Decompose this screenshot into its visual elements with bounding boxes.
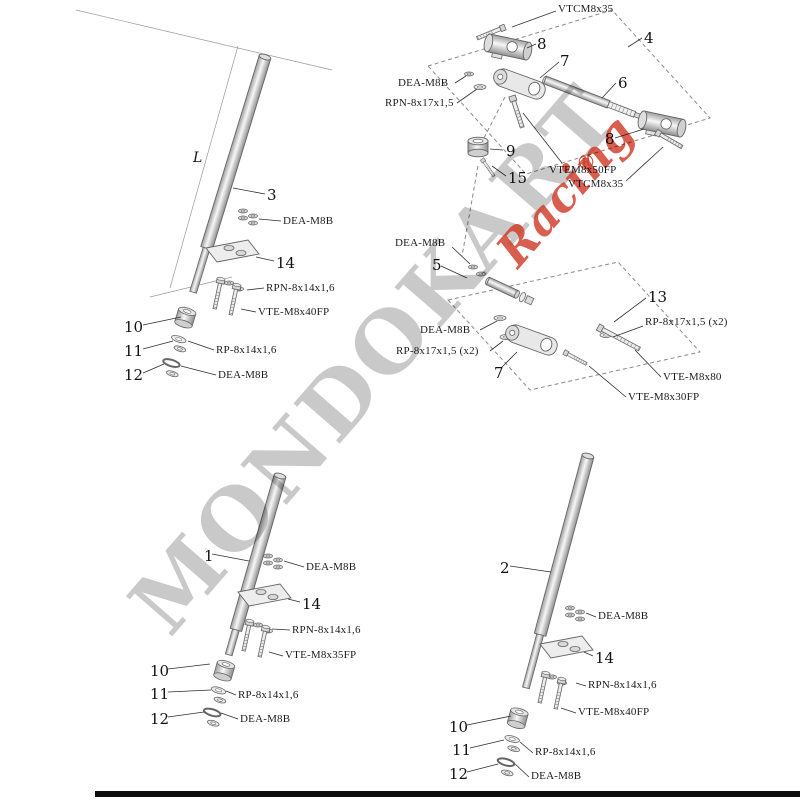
part-label-vte-m8x80: VTE-M8x80 xyxy=(663,371,722,383)
part-number-10-br: 10 xyxy=(449,718,469,736)
part-number-14-br: 14 xyxy=(595,649,615,667)
column-1-drawing xyxy=(202,472,292,728)
part-number-8b: 8 xyxy=(605,130,615,148)
part-label-dea-m8b-lower-tl: DEA-M8B xyxy=(218,369,269,381)
part-number-7-mr: 7 xyxy=(494,364,504,382)
part-number-5: 5 xyxy=(432,256,442,274)
group-number-4: 4 xyxy=(644,29,654,47)
part-label-rp-8x14-bl: RP-8x14x1,6 xyxy=(238,689,299,701)
part-number-1: 1 xyxy=(204,547,214,565)
part-label-vte-m8x40fp-br: VTE-M8x40FP xyxy=(578,706,650,718)
part-number-8a: 8 xyxy=(537,35,547,53)
part-label-vte-m8x35fp-bl: VTE-M8x35FP xyxy=(285,649,357,661)
part-label-rp-8x17-left: RP-8x17x1,5 (x2) xyxy=(396,345,479,357)
page-edge-bar xyxy=(95,791,800,797)
part-label-rpn-8x17-tr: RPN-8x17x1,5 xyxy=(385,97,454,109)
part-label-vte-m8x40fp-tl: VTE-M8x40FP xyxy=(258,306,330,318)
part-number-11-bl: 11 xyxy=(150,685,170,703)
part-label-vtem8x50fp: VTEM8x50FP xyxy=(549,164,617,176)
part-number-14-bl: 14 xyxy=(302,595,322,613)
part-number-7-tr: 7 xyxy=(560,52,570,70)
part-label-rp-8x14-tl: RP-8x14x1,6 xyxy=(216,344,277,356)
part-label-dea-m8b-upper-mr: DEA-M8B xyxy=(395,237,446,249)
part-number-11-tl: 11 xyxy=(124,342,144,360)
part-label-vtcm8x35-top: VTCM8x35 xyxy=(558,3,614,15)
part-number-3: 3 xyxy=(267,186,277,204)
column-3-drawing xyxy=(75,9,333,379)
part-number-11-br: 11 xyxy=(452,741,472,759)
column-2-drawing xyxy=(495,452,595,778)
part-label-rp-8x14-br: RP-8x14x1,6 xyxy=(535,746,596,758)
part-label-rpn-8x14-tl: RPN-8x14x1,6 xyxy=(266,282,335,294)
part-label-vte-m8x30fp: VTE-M8x30FP xyxy=(628,391,700,403)
part-number-10-tl: 10 xyxy=(124,318,144,336)
leader-lines xyxy=(142,10,664,778)
part-label-dea-m8b-upper-tl: DEA-M8B xyxy=(283,215,334,227)
part-label-dea-m8b-upper-bl: DEA-M8B xyxy=(306,561,357,573)
part-number-6: 6 xyxy=(618,74,628,92)
part-label-vtcm8x35-bottom: VTCM8x35 xyxy=(568,178,624,190)
part-label-dea-m8b-tr: DEA-M8B xyxy=(398,77,449,89)
part-number-15: 15 xyxy=(508,169,528,187)
part-number-12-br: 12 xyxy=(449,765,469,783)
tie-rod-group-5-drawing xyxy=(447,261,701,391)
steering-group-4-drawing xyxy=(427,9,711,257)
length-dimension-label: L xyxy=(193,150,203,166)
part-label-rpn-8x14-br: RPN-8x14x1,6 xyxy=(588,679,657,691)
part-number-14-tl: 14 xyxy=(276,254,296,272)
part-number-9: 9 xyxy=(506,142,516,160)
part-number-2: 2 xyxy=(500,559,510,577)
part-label-rpn-8x14-bl: RPN-8x14x1,6 xyxy=(292,624,361,636)
part-label-dea-m8b-upper-br: DEA-M8B xyxy=(598,610,649,622)
part-label-dea-m8b-lower-bl: DEA-M8B xyxy=(240,713,291,725)
part-number-12-bl: 12 xyxy=(150,710,170,728)
part-number-10-bl: 10 xyxy=(150,662,170,680)
part-label-dea-m8b-left-mr: DEA-M8B xyxy=(420,324,471,336)
part-number-13: 13 xyxy=(648,288,668,306)
part-label-dea-m8b-lower-br: DEA-M8B xyxy=(531,770,582,782)
part-label-rp-8x17-right: RP-8x17x1,5 (x2) xyxy=(645,316,728,328)
part-number-12-tl: 12 xyxy=(124,366,144,384)
